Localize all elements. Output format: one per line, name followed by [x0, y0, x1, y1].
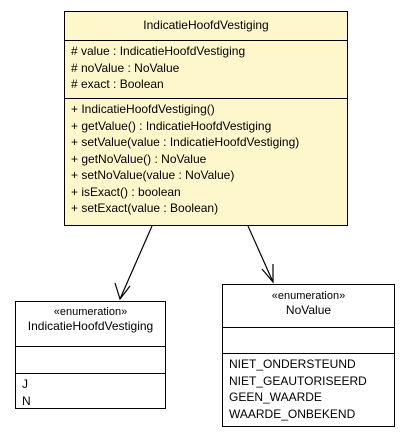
- operation: + getValue() : IndicatieHoofdVestiging: [71, 118, 272, 133]
- attribute: # value : IndicatieHoofdVestiging: [71, 44, 246, 58]
- enum-empty-compartment: [16, 346, 165, 373]
- class-name: IndicatieHoofdVestiging: [143, 18, 269, 32]
- attribute: # exact : Boolean: [71, 77, 164, 91]
- enum-stereotype: «enumeration»: [271, 290, 346, 302]
- enum-novalue[interactable]: «enumeration» NoValue NIET_ONDERSTEUND N…: [222, 284, 395, 427]
- enum-stereotype: «enumeration»: [53, 306, 128, 318]
- attributes-compartment: # value : IndicatieHoofdVestiging # noVa…: [65, 40, 347, 98]
- enum-indicatiehoofdvestiging[interactable]: «enumeration» IndicatieHoofdVestiging J …: [15, 301, 166, 409]
- association-to-novalue: [247, 225, 274, 284]
- operation: + IndicatieHoofdVestiging(): [71, 102, 215, 116]
- enum-literal: NIET_GEAUTORISEERD: [229, 373, 367, 388]
- enum-name: NoValue: [285, 303, 332, 317]
- enum-name: IndicatieHoofdVestiging: [27, 319, 154, 333]
- enum-literal: WAARDE_ONBEKEND: [229, 406, 356, 421]
- operation: + setNoValue(value : NoValue): [71, 168, 235, 182]
- association-to-indicatiehoofdvestiging: [114, 225, 153, 301]
- attribute: # noValue : NoValue: [71, 60, 180, 75]
- operation: + isExact() : boolean: [71, 184, 181, 199]
- enum-literal: NIET_ONDERSTEUND: [229, 357, 356, 371]
- enum-literal: GEEN_WAARDE: [229, 390, 322, 404]
- enum-literal: J: [22, 377, 28, 391]
- operation: + setValue(value : IndicatieHoofdVestigi…: [71, 135, 300, 149]
- enum-empty-compartment: [223, 327, 394, 353]
- enum-literals-compartment: NIET_ONDERSTEUND NIET_GEAUTORISEERD GEEN…: [223, 353, 394, 424]
- operations-compartment: + IndicatieHoofdVestiging() + getValue()…: [65, 98, 347, 219]
- class-indicatiehoofdvestiging[interactable]: IndicatieHoofdVestiging # value : Indica…: [64, 11, 348, 226]
- enum-literal: N: [22, 393, 31, 408]
- operation: + setExact(value : Boolean): [71, 201, 219, 215]
- enum-literals-compartment: J N: [16, 373, 165, 411]
- operation: + getNoValue() : NoValue: [71, 151, 207, 166]
